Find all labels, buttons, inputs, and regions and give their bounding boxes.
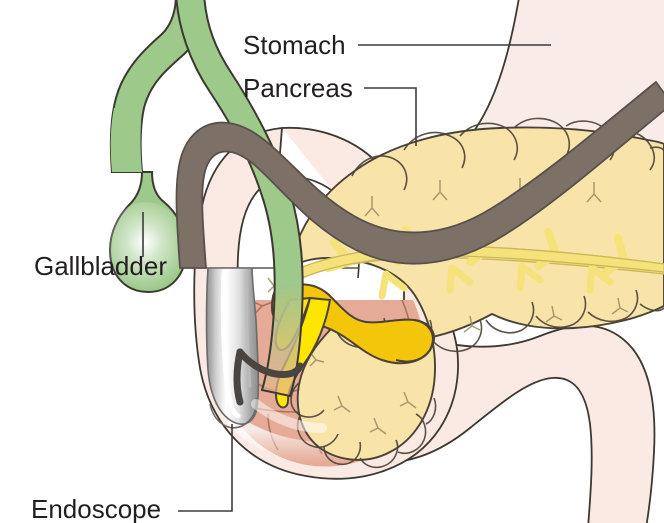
label-pancreas: Pancreas [243, 73, 353, 103]
bile-duct-system [106, 0, 304, 398]
endoscope-leader-line [178, 424, 233, 512]
label-stomach: Stomach [243, 30, 346, 60]
labels: Stomach Pancreas Gallbladder Endoscope [31, 30, 353, 523]
endoscope [175, 81, 664, 433]
pancreas-leader-line [364, 87, 417, 146]
label-gallbladder: Gallbladder [34, 251, 167, 281]
leader-lines [142, 44, 551, 512]
label-endoscope: Endoscope [31, 494, 161, 523]
